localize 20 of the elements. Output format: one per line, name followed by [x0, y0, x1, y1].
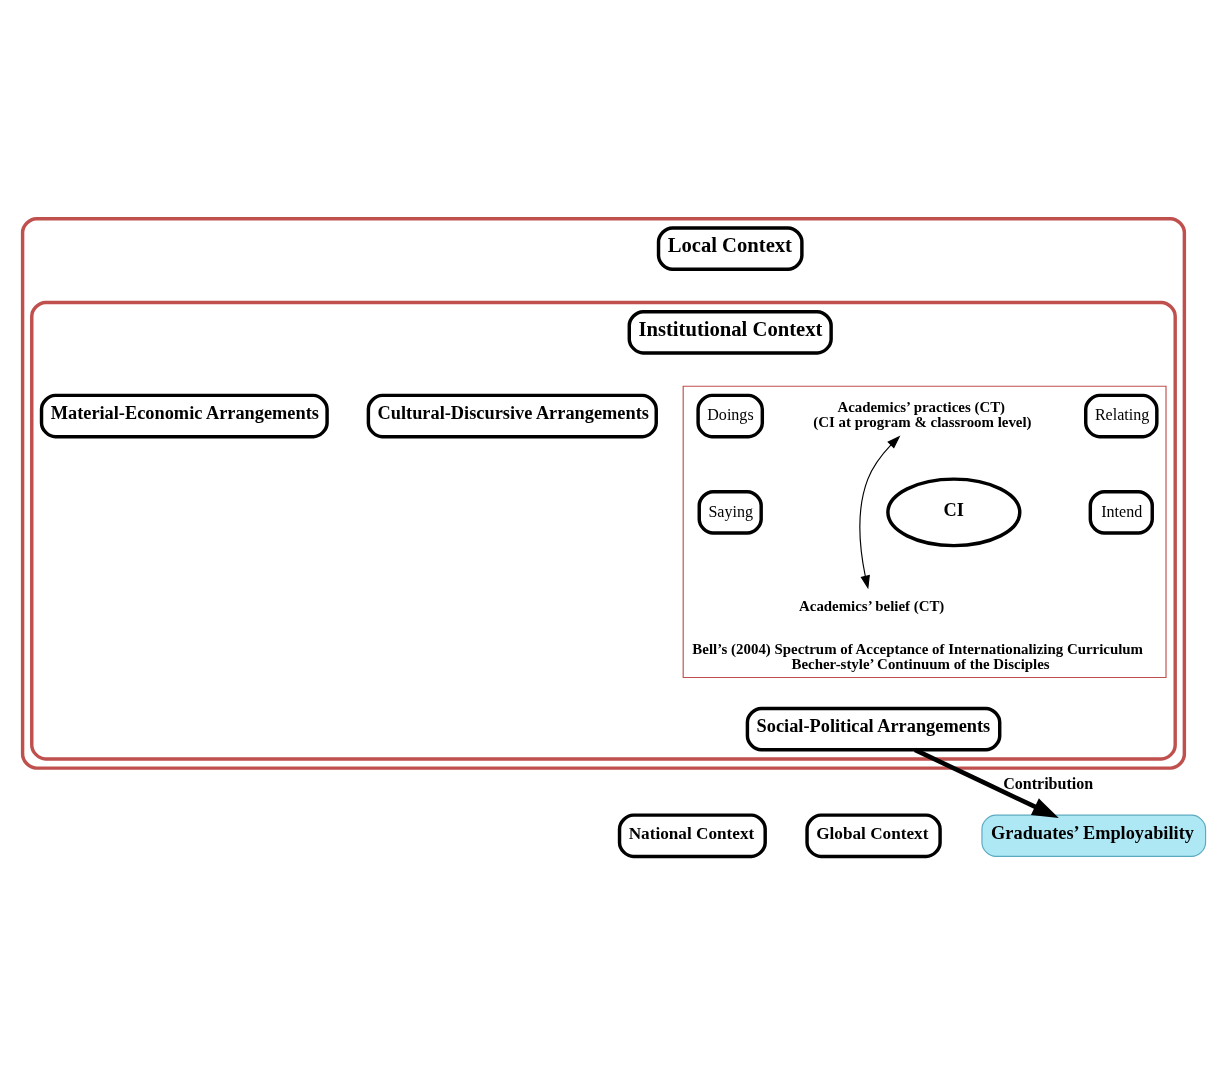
cluster [30, 300, 1177, 761]
node-box: Saying [697, 489, 763, 535]
node-text: Academics’ practices (CT) (CI at program & classroom level) [813, 398, 1032, 430]
arrow [914, 747, 1059, 818]
node-box: Social-Political Arrangements [745, 706, 1002, 751]
node-box: Graduates’ Employability [981, 814, 1207, 857]
node-box: Cultural-Discursive Arrangements [366, 393, 658, 438]
node-box: Relating [1084, 393, 1159, 438]
cluster [20, 216, 1187, 770]
edge-label: Contribution [1003, 774, 1094, 792]
node-text: Academics’ belief (CT) [799, 597, 945, 614]
node-box: Doings [696, 393, 765, 438]
node-box: Local Context [656, 225, 804, 271]
arrow [859, 435, 901, 589]
node-box: Institutional Context [627, 309, 833, 355]
node-box: Global Context [805, 812, 942, 858]
node-ellipse: CI [886, 476, 1022, 547]
node-box: Intend [1088, 489, 1154, 535]
node-box: Material-Economic Arrangements [39, 393, 329, 438]
node-box: National Context [617, 812, 767, 858]
